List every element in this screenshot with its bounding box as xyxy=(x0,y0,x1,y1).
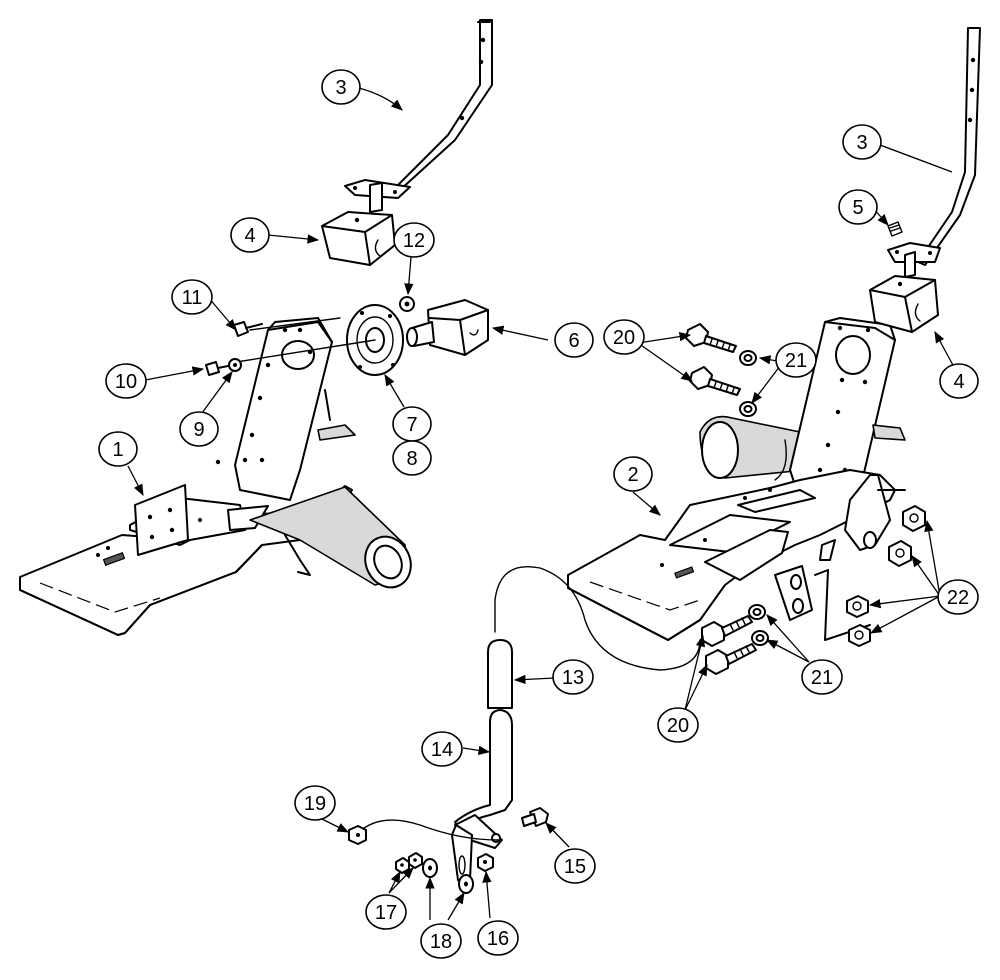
svg-text:4: 4 xyxy=(244,225,255,247)
left-block xyxy=(321,211,396,266)
callout-1: 1 xyxy=(98,431,138,467)
nut-17-a xyxy=(395,857,410,874)
callout-12: 12 xyxy=(393,222,435,258)
nut-22-d xyxy=(848,624,871,647)
washer-21-lower-a xyxy=(748,604,766,620)
right-lever xyxy=(887,27,981,278)
svg-text:18: 18 xyxy=(430,931,452,953)
svg-text:17: 17 xyxy=(375,902,397,924)
svg-text:3: 3 xyxy=(856,132,867,154)
svg-text:5: 5 xyxy=(852,197,863,219)
svg-text:13: 13 xyxy=(562,667,584,689)
svg-text:12: 12 xyxy=(403,230,425,252)
washer-21-upper-a xyxy=(739,350,757,366)
nut-22-b xyxy=(888,540,912,567)
svg-text:22: 22 xyxy=(947,587,969,609)
washer-21-upper-b xyxy=(739,401,757,417)
callout-2: 2 xyxy=(613,456,653,492)
callout-8: 8 xyxy=(392,440,432,476)
callout-10: 10 xyxy=(105,363,147,399)
pivot-block xyxy=(406,299,489,356)
callout-11: 11 xyxy=(171,279,213,315)
bolt-20-upper-a xyxy=(685,323,737,353)
washer-18-a xyxy=(422,858,438,878)
callout-13: 13 xyxy=(552,659,594,695)
bolt-10 xyxy=(205,361,229,376)
callout-17: 17 xyxy=(365,894,407,930)
callout-6: 6 xyxy=(554,322,594,358)
washer-21-lower-b xyxy=(751,630,769,646)
callout-16: 16 xyxy=(477,920,519,956)
callout-20-upper: 20 xyxy=(603,319,645,355)
hand-lever-14 xyxy=(451,709,513,886)
callout-20-lower: 20 xyxy=(657,707,699,743)
svg-text:11: 11 xyxy=(182,287,203,309)
left-lever xyxy=(344,19,493,213)
svg-text:7: 7 xyxy=(406,414,417,436)
svg-text:1: 1 xyxy=(112,439,123,461)
callout-5: 5 xyxy=(838,189,878,225)
callout-18: 18 xyxy=(420,923,462,959)
callout-7: 7 xyxy=(392,406,432,442)
washer-18-b xyxy=(458,874,474,894)
svg-text:21: 21 xyxy=(811,667,833,689)
svg-text:20: 20 xyxy=(613,327,635,349)
svg-text:20: 20 xyxy=(667,715,689,737)
nut-19 xyxy=(348,825,367,845)
callout-15: 15 xyxy=(554,848,596,884)
callout-4-right: 4 xyxy=(939,363,979,399)
callout-21-upper: 21 xyxy=(775,342,817,378)
callout-14: 14 xyxy=(421,731,463,767)
callout-19: 19 xyxy=(294,785,336,821)
svg-text:14: 14 xyxy=(431,739,453,761)
bolt-20-upper-b xyxy=(689,366,741,396)
callout-22: 22 xyxy=(937,579,979,615)
washer-9 xyxy=(228,358,242,372)
svg-text:10: 10 xyxy=(115,371,137,393)
callout-3-left: 3 xyxy=(321,69,361,105)
svg-text:3: 3 xyxy=(335,77,346,99)
set-screw-5 xyxy=(887,221,903,237)
callout-4-left: 4 xyxy=(230,217,270,253)
control-cable xyxy=(494,566,701,671)
cable-19 xyxy=(357,819,499,841)
left-frame-plate xyxy=(19,317,412,636)
bolt-11 xyxy=(233,321,263,337)
control-cable-right xyxy=(774,439,787,481)
svg-text:4: 4 xyxy=(953,371,964,393)
nut-17-b xyxy=(408,852,423,869)
callout-21-lower: 21 xyxy=(801,659,843,695)
nut-12 xyxy=(399,296,415,312)
callout-3-right: 3 xyxy=(842,124,882,160)
nut-22-c xyxy=(846,595,869,618)
svg-text:2: 2 xyxy=(627,464,638,486)
svg-text:19: 19 xyxy=(304,793,326,815)
svg-text:16: 16 xyxy=(487,928,509,950)
svg-text:21: 21 xyxy=(785,350,807,372)
callout-9: 9 xyxy=(179,411,219,447)
svg-text:9: 9 xyxy=(193,419,204,441)
pin-15 xyxy=(521,807,549,827)
right-block xyxy=(869,275,939,333)
svg-text:8: 8 xyxy=(406,448,417,470)
flange-bearing xyxy=(229,304,404,376)
svg-text:15: 15 xyxy=(564,856,586,878)
svg-text:6: 6 xyxy=(568,330,579,352)
grip-13 xyxy=(487,639,513,709)
bolt-20-lower-b xyxy=(705,643,757,675)
bolt-20-lower-a xyxy=(701,615,753,647)
nut-16 xyxy=(477,853,494,872)
nut-22-a xyxy=(902,505,926,532)
